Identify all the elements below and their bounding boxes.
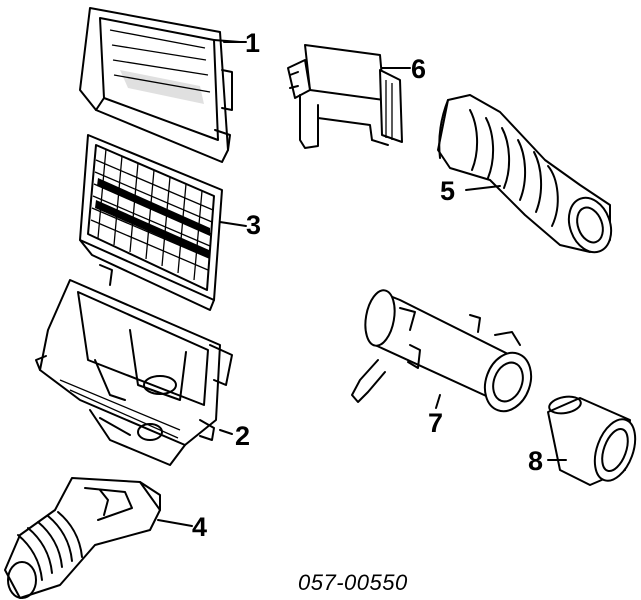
- part-label-8: 8: [528, 446, 543, 476]
- part-label-4: 4: [192, 512, 207, 542]
- leader-line-3: [219, 221, 247, 227]
- part-label-2: 2: [235, 421, 250, 451]
- leader-line-7: [435, 394, 441, 409]
- leader-line-5: [465, 185, 501, 191]
- part-8-rubber-sleeve: [547, 395, 637, 486]
- leader-line-2: [219, 429, 233, 435]
- part-5-air-intake-hose: [437, 94, 613, 254]
- leader-line-4: [157, 519, 193, 527]
- part-7-resonator: [351, 289, 533, 413]
- part-label-5: 5: [440, 176, 455, 206]
- part-label-1: 1: [245, 28, 260, 58]
- part-3-filter-element: [79, 134, 223, 311]
- part-2-air-cleaner-housing: [35, 264, 233, 466]
- part-label-3: 3: [246, 210, 261, 240]
- leader-lines: [157, 41, 567, 527]
- catalog-code: 057-00550: [298, 570, 408, 595]
- part-6-air-flow-sensor: [287, 44, 403, 149]
- part-label-6: 6: [411, 54, 426, 84]
- part-label-7: 7: [428, 408, 443, 438]
- part-4-intake-duct: [4, 477, 161, 599]
- part-1-air-cleaner-cover: [79, 7, 241, 163]
